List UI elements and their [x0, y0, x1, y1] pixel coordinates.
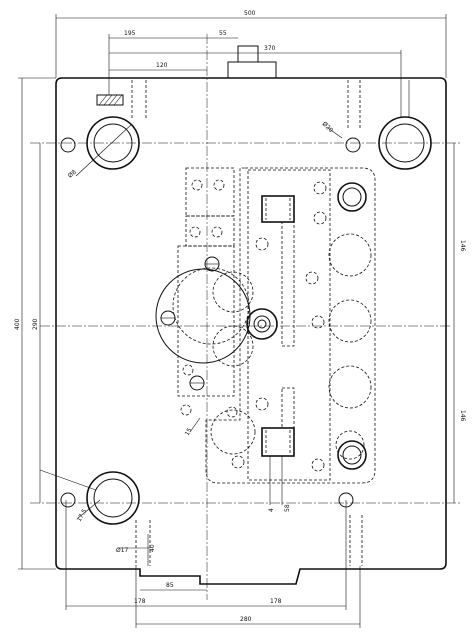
- corner-bushings: [86, 116, 432, 525]
- dim-195: 195: [124, 30, 136, 37]
- dimension-lines: [18, 14, 455, 628]
- dim-phi-right: Ø20: [321, 120, 335, 134]
- slot-blocks: [261, 195, 295, 505]
- pocket-hatch: [96, 94, 124, 106]
- dim-58: 58: [284, 504, 291, 512]
- dim-178-left: 178: [134, 598, 146, 605]
- dim-178-right: 178: [270, 598, 282, 605]
- dim-15: 15: [184, 427, 194, 437]
- dim-120: 120: [156, 62, 168, 69]
- dim-290: 290: [32, 318, 39, 330]
- dim-146-upper: 146: [459, 240, 466, 252]
- dashed-bores: [131, 80, 410, 566]
- dim-phi-top: Ø8: [67, 169, 78, 180]
- dim-40: 40: [149, 544, 156, 552]
- small-holes: [60, 137, 361, 508]
- guide-bosses: [337, 182, 367, 470]
- dim-146-lower: 146: [459, 410, 466, 422]
- center-boss: [246, 308, 278, 340]
- center-lines: [30, 34, 460, 600]
- dim-phi-small: Ø17: [116, 547, 129, 554]
- dim-370: 370: [264, 45, 276, 52]
- dimension-texts: 500 195 55 370 120 400 290 146 146 85 17…: [14, 10, 466, 623]
- dim-400: 400: [14, 318, 21, 330]
- cavity-plate: [205, 167, 376, 484]
- dim-4: 4: [268, 508, 275, 512]
- left-cluster: [177, 167, 238, 418]
- dim-280: 280: [240, 616, 252, 623]
- top-boss: [227, 45, 277, 79]
- plate-outline: [55, 77, 447, 585]
- dim-55: 55: [219, 30, 227, 37]
- dim-85: 85: [166, 582, 174, 589]
- dim-17-5: 17.5: [76, 508, 89, 523]
- dim-overall-width: 500: [244, 10, 256, 17]
